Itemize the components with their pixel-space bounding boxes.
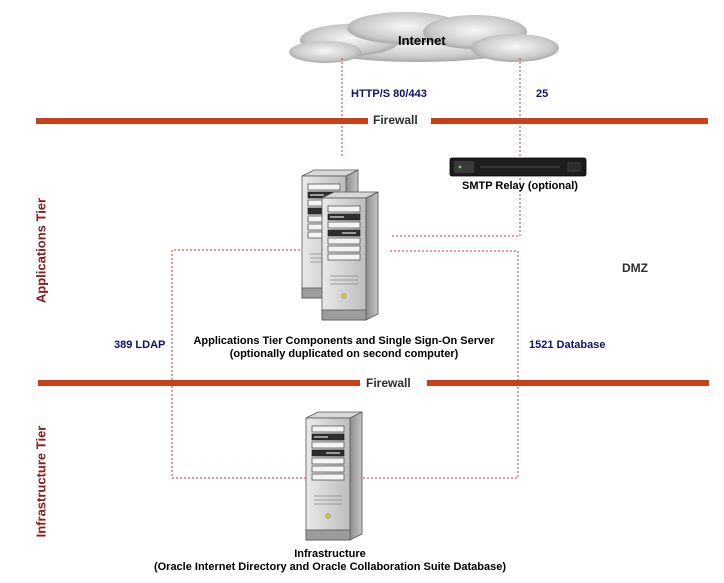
infrastructure-server xyxy=(305,411,363,541)
app-server-front xyxy=(321,191,379,321)
bottom-firewall-right-bar xyxy=(427,380,709,386)
smtp-relay-label: SMTP Relay (optional) xyxy=(462,180,578,192)
infrastructure-caption-line2: (Oracle Internet Directory and Oracle Co… xyxy=(153,561,507,573)
database-label: 1521 Database xyxy=(529,339,606,351)
infrastructure-caption: Infrastructure (Oracle Internet Director… xyxy=(140,548,520,574)
app-server-caption-line2: (optionally duplicated on second compute… xyxy=(229,348,459,360)
infrastructure-caption-line1: Infrastructure xyxy=(294,548,366,560)
top-firewall-left-bar xyxy=(36,118,368,124)
top-firewall-right-bar xyxy=(431,118,708,124)
app-server-caption-line1: Applications Tier Components and Single … xyxy=(193,335,495,347)
applications-tier-label: Applications Tier xyxy=(33,197,49,304)
infrastructure-tier-label: Infrastructure Tier xyxy=(33,425,49,538)
connection-lines xyxy=(171,58,521,479)
internet-label: Internet xyxy=(398,33,446,48)
bottom-firewall-label: Firewall xyxy=(366,376,411,390)
top-firewall-label: Firewall xyxy=(373,113,418,127)
bottom-firewall-left-bar xyxy=(38,380,360,386)
smtp-port-label: 25 xyxy=(536,88,549,100)
smtp-relay-server xyxy=(449,157,587,177)
app-server-caption: Applications Tier Components and Single … xyxy=(172,335,516,361)
http-port-label: HTTP/S 80/443 xyxy=(351,88,427,100)
ldap-label: 389 LDAP xyxy=(114,339,166,351)
internet-cloud xyxy=(289,12,559,63)
dmz-label: DMZ xyxy=(622,261,648,275)
